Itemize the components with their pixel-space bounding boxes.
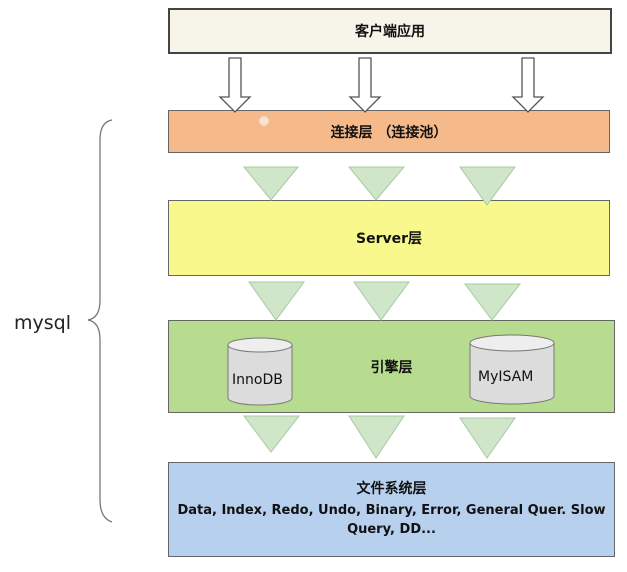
triangle-arrow-4	[248, 281, 305, 321]
connection-layer-label: 连接层 （连接池）	[330, 124, 448, 141]
connection-layer: 连接层 （连接池）	[168, 110, 610, 153]
client-arrows	[218, 57, 545, 113]
filesystem-layer: 文件系统层 Data, Index, Redo, Undo, Binary, E…	[168, 462, 615, 557]
client-layer-label: 客户端应用	[355, 24, 425, 40]
engine-layer-label: 引擎层	[370, 359, 413, 376]
server-layer: Server层	[168, 200, 610, 276]
triangle-arrow-3	[459, 166, 516, 206]
triangle-arrow-6	[464, 283, 522, 321]
myisam-label: MyISAM	[478, 369, 534, 385]
mysql-brace	[87, 119, 113, 523]
decor-dot	[258, 115, 270, 127]
mysql-label: mysql	[14, 312, 71, 334]
filesystem-layer-title: 文件系统层	[356, 481, 427, 497]
myisam-cylinder	[469, 334, 555, 405]
hollow-arrow-1	[218, 57, 252, 113]
triangle-arrow-8	[348, 415, 405, 459]
triangle-arrow-7	[243, 415, 301, 453]
server-engine-arrows	[248, 281, 522, 321]
hollow-arrow-3	[511, 57, 545, 113]
triangle-arrow-2	[347, 166, 406, 201]
engine-fs-arrows	[243, 415, 516, 459]
server-layer-label: Server层	[355, 231, 422, 247]
filesystem-layer-detail: Data, Index, Redo, Undo, Binary, Error, …	[177, 503, 606, 537]
triangle-arrow-9	[459, 417, 516, 459]
innodb-label: InnoDB	[232, 372, 283, 388]
triangle-arrow-5	[353, 281, 410, 321]
hollow-arrow-2	[348, 57, 382, 113]
client-application-layer: 客户端应用	[168, 8, 612, 54]
triangle-arrow-1	[242, 166, 300, 201]
innodb-cylinder	[227, 337, 293, 406]
conn-server-arrows	[242, 166, 516, 206]
